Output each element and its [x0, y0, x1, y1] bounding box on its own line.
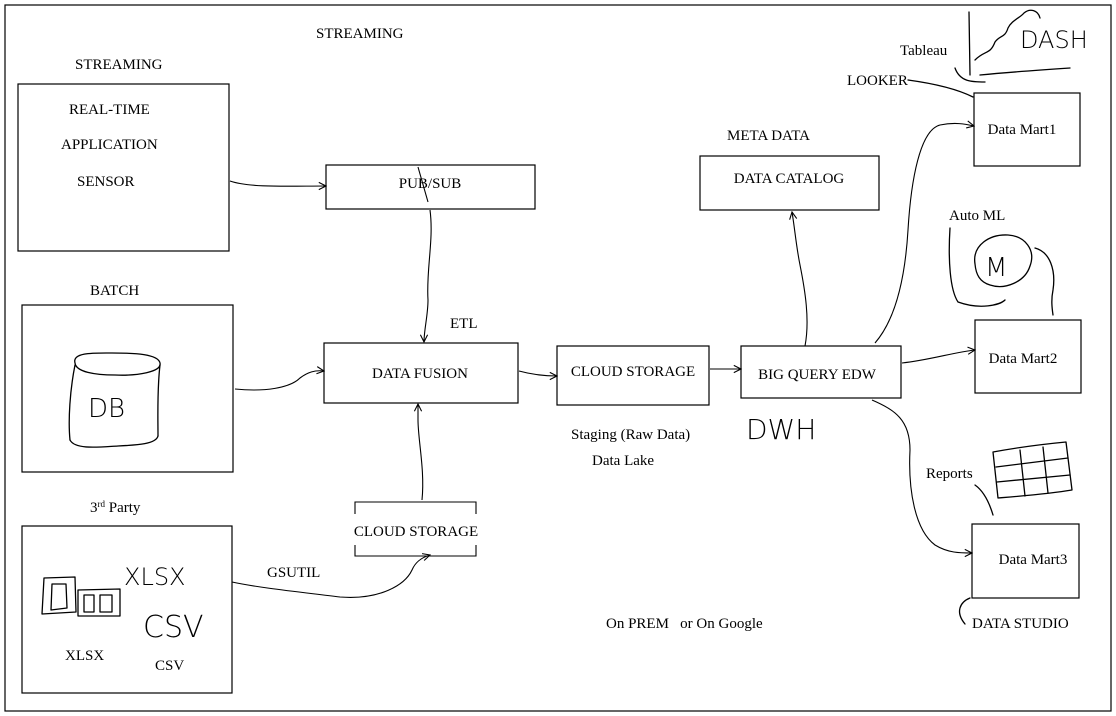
dashboard-sketch: DASH	[954, 9, 1088, 83]
data-studio-label: DATA STUDIO	[972, 616, 1069, 632]
cloud-storage-lake-label: CLOUD STORAGE	[571, 364, 695, 380]
meta-data-label: META DATA	[727, 128, 810, 144]
arrow-bigquery-to-mart1	[874, 123, 974, 344]
automl-label: Auto ML	[949, 208, 1005, 224]
batch-source-box	[21, 304, 234, 473]
reports-grid-sketch	[992, 441, 1073, 499]
cloud-storage-ingest-label: CLOUD STORAGE	[354, 524, 478, 540]
streaming-title: STREAMING	[316, 26, 404, 42]
third-party-heading: 3rd Party	[90, 499, 141, 516]
looker-connector	[907, 79, 974, 98]
streaming-source-box	[17, 83, 230, 252]
pubsub-box	[325, 164, 536, 210]
reports-label: Reports	[926, 466, 973, 482]
reports-connector	[974, 484, 994, 516]
deployment-footer: On PREM or On Google	[606, 616, 763, 632]
data-catalog-box	[699, 155, 880, 211]
batch-heading: BATCH	[90, 283, 139, 299]
data-mart2-label: Data Mart2	[989, 351, 1058, 367]
data-lake-label: Data Lake	[592, 453, 654, 469]
data-mart2-box	[974, 319, 1082, 394]
bigquery-box	[740, 345, 902, 399]
arrow-bigquery-to-mart3	[871, 399, 972, 553]
data-mart1-label: Data Mart1	[988, 122, 1057, 138]
staging-label: Staging (Raw Data)	[571, 427, 690, 443]
streaming-heading: STREAMING	[75, 57, 163, 73]
bigquery-label: BIG QUERY EDW	[758, 367, 877, 383]
data-mart3-box	[971, 523, 1080, 599]
arrow-bigquery-to-mart2	[901, 350, 975, 364]
streaming-item-application: APPLICATION	[61, 137, 158, 153]
data-fusion-label: DATA FUSION	[372, 366, 468, 382]
pubsub-label: PUB/SUB	[399, 176, 462, 192]
arrow-thirdparty-to-storage	[231, 555, 430, 598]
automl-sketch: M	[948, 227, 1055, 316]
pubsub-slash	[417, 166, 429, 203]
csv-sketch-text: CSV	[143, 610, 204, 645]
database-icon: DB	[68, 352, 161, 448]
arrow-streaming-to-pubsub	[229, 180, 326, 186]
streaming-item-realtime: REAL-TIME	[69, 102, 150, 118]
diagram-frame	[4, 4, 1112, 712]
data-studio-connector	[958, 597, 971, 625]
cloud-storage-ingest-bracket	[354, 501, 477, 557]
gsutil-label: GSUTIL	[267, 565, 320, 581]
data-mart1-box	[973, 92, 1081, 167]
data-fusion-box	[323, 342, 519, 404]
arrow-fusion-to-lake	[518, 370, 557, 376]
arrow-batch-to-fusion	[234, 371, 324, 391]
db-sketch-text: DB	[88, 394, 125, 424]
arrow-storage-to-fusion	[418, 404, 424, 501]
etl-label: ETL	[450, 316, 478, 332]
csv-label: CSV	[155, 658, 184, 674]
xlsx-label: XLSX	[65, 648, 104, 664]
tableau-label: Tableau	[900, 43, 948, 59]
dwh-sketch-text: DWH	[746, 413, 816, 446]
data-mart3-label: Data Mart3	[999, 552, 1068, 568]
files-icon	[41, 576, 121, 617]
dash-sketch-text: DASH	[1020, 26, 1088, 54]
cloud-storage-lake-box	[556, 345, 710, 406]
streaming-item-sensor: SENSOR	[77, 174, 135, 190]
xlsx-sketch-text: XLSX	[124, 563, 186, 591]
arrow-bigquery-to-catalog	[792, 212, 808, 347]
data-catalog-label: DATA CATALOG	[734, 171, 845, 187]
arrow-pubsub-to-fusion	[424, 209, 432, 342]
looker-label: LOOKER	[847, 73, 908, 89]
ml-sketch-text: M	[985, 253, 1007, 283]
